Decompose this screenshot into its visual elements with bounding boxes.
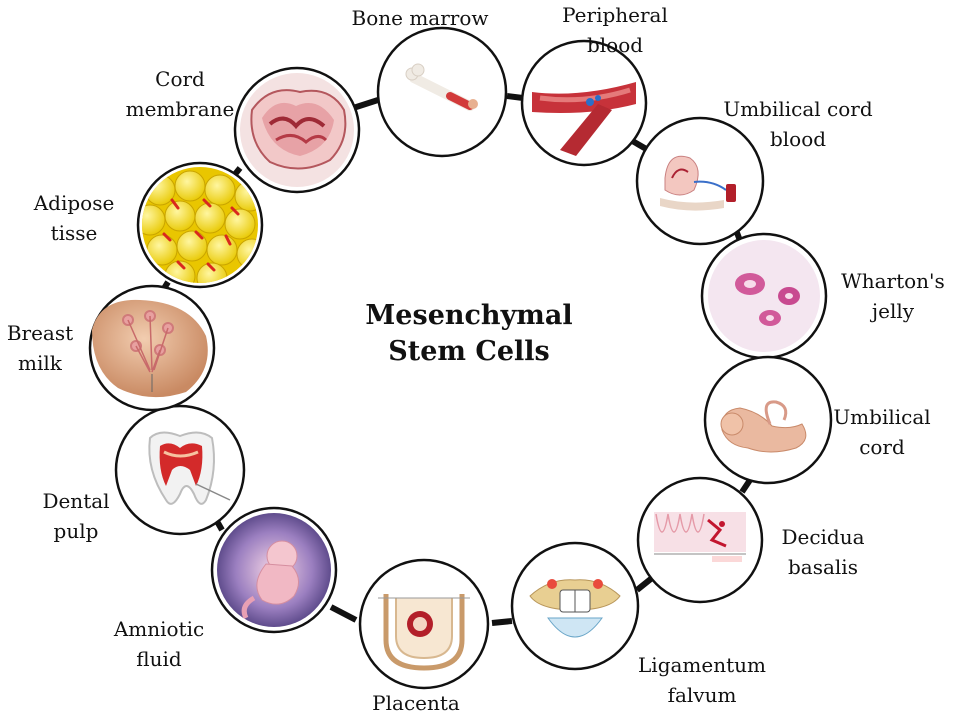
label-placenta: Placenta — [354, 688, 478, 718]
label-amniotic-fluid: Amniotic fluid — [100, 614, 218, 674]
bone-icon — [405, 63, 478, 111]
label-line: milk — [18, 351, 62, 375]
breast-gland-icon — [92, 299, 208, 398]
label-line: falvum — [667, 683, 737, 707]
tooth-icon — [148, 431, 231, 505]
title-line-2: Stem Cells — [388, 336, 550, 367]
node-peripheral-blood — [520, 39, 648, 167]
fetus-cord-icon — [720, 400, 807, 453]
label-line: Adipose — [33, 191, 115, 215]
cord-blood-collection-icon — [660, 155, 736, 211]
node-breast-milk — [88, 284, 216, 412]
node-placenta — [358, 558, 490, 690]
label-line: Wharton's — [841, 269, 945, 293]
label-line: membrane — [125, 97, 235, 121]
label-line: basalis — [788, 555, 858, 579]
tissue-section-icon — [708, 240, 820, 352]
label-line: Ligamentum — [638, 653, 766, 677]
label-line: Breast — [6, 321, 74, 345]
label-dental-pulp: Dental pulp — [28, 486, 124, 546]
connector — [329, 604, 358, 623]
placenta-icon — [378, 594, 470, 671]
label-line: Umbilical cord — [723, 97, 873, 121]
label-bone-marrow: Bone marrow — [350, 3, 490, 33]
node-dental-pulp — [114, 404, 246, 536]
node-whartons-jelly — [700, 232, 828, 360]
label-line: Peripheral — [562, 3, 668, 27]
label-breast-milk: Breast milk — [0, 318, 80, 378]
label-line: Amniotic — [113, 617, 205, 641]
node-bone-marrow — [376, 26, 508, 158]
title-line-1: Mesenchymal — [365, 300, 573, 331]
label-decidua-basalis: Decidua basalis — [768, 522, 878, 582]
label-line: Cord — [155, 67, 205, 91]
blood-vessel-icon — [532, 82, 636, 156]
label-line: fluid — [136, 647, 182, 671]
label-adipose-tisse: Adipose tisse — [18, 188, 130, 248]
label-line: Umbilical — [833, 405, 931, 429]
node-umbilical-cord-blood — [635, 116, 765, 246]
label-umbilical-cord-blood: Umbilical cord blood — [700, 94, 896, 154]
label-cord-membrane: Cord membrane — [120, 64, 240, 124]
label-peripheral-blood: Peripheral blood — [553, 0, 677, 60]
label-line: blood — [769, 127, 827, 151]
fat-cells-icon — [142, 167, 258, 283]
cord-membrane-icon — [240, 73, 354, 187]
node-adipose-tisse — [136, 161, 264, 289]
label-line: tisse — [50, 221, 98, 245]
node-decidua-basalis — [636, 476, 764, 604]
node-umbilical-cord — [703, 355, 833, 485]
diagram-title: Mesenchymal Stem Cells — [330, 298, 608, 370]
label-line: pulp — [53, 519, 99, 543]
node-ligamentum-falvum — [510, 541, 640, 671]
connector — [491, 618, 513, 626]
node-amniotic-fluid — [210, 506, 338, 634]
label-line: blood — [586, 33, 644, 57]
endometrium-chart-icon — [654, 512, 746, 562]
label-line: Bone marrow — [351, 6, 489, 30]
fetus-amniotic-icon — [217, 513, 331, 627]
label-line: jelly — [871, 299, 915, 323]
spine-cross-section-icon — [529, 579, 621, 638]
connector — [635, 575, 654, 593]
label-line: Dental — [42, 489, 110, 513]
node-cord-membrane — [233, 66, 361, 194]
label-whartons-jelly: Wharton's jelly — [832, 266, 954, 326]
label-line: Placenta — [372, 691, 460, 715]
label-line: Decidua — [781, 525, 865, 549]
label-umbilical-cord: Umbilical cord — [830, 402, 934, 462]
label-ligamentum-falvum: Ligamentum falvum — [622, 650, 782, 710]
label-line: cord — [859, 435, 905, 459]
connector — [506, 93, 524, 101]
